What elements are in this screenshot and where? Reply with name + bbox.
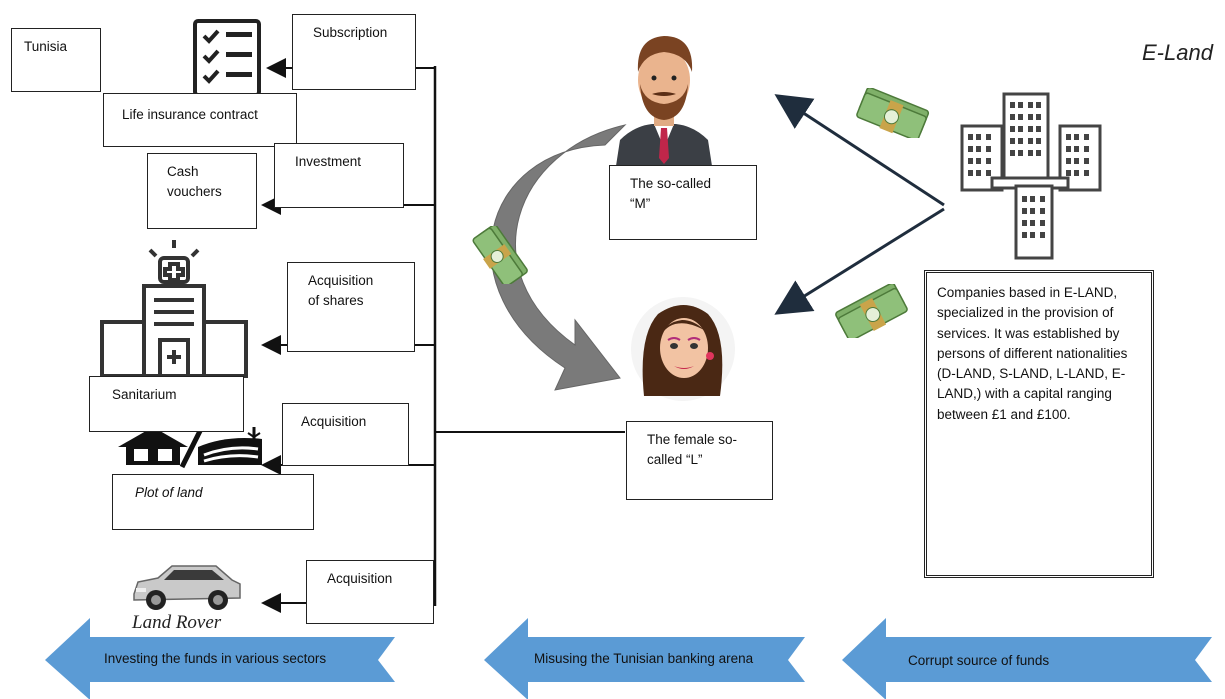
arrow-label-misusing: Misusing the Tunisian banking arena (534, 651, 754, 666)
acquisition-land-box: Acquisition (282, 403, 409, 466)
car-icon (133, 565, 241, 610)
arrow-shape-right (842, 618, 1212, 699)
money-icon (835, 284, 908, 338)
investment-box: Investment (274, 143, 404, 208)
money-icon (472, 226, 528, 284)
house-icon (118, 427, 188, 465)
arrow-label-investing: Investing the funds in various sectors (104, 651, 327, 666)
life-insurance-box: Life insurance contract (103, 93, 297, 147)
slash-divider (179, 425, 205, 469)
man-avatar (616, 36, 712, 166)
acquisition-car-box: Acquisition (306, 560, 434, 624)
buildings-icon (960, 92, 1102, 260)
sanitarium-box: Sanitarium (89, 376, 244, 432)
curved-arrow (490, 124, 627, 391)
cash-vouchers-box: Cash vouchers (147, 153, 257, 229)
arrow-shape-left (45, 618, 395, 699)
female-l-box: The female so- called “L” (626, 421, 773, 500)
companies-box: Companies based in E-LAND, specialized i… (924, 270, 1154, 578)
plot-of-land-box: Plot of land (112, 474, 314, 530)
arrow-label-corrupt: Corrupt source of funds (908, 653, 1050, 668)
car-brand-label: Land Rover (132, 612, 222, 633)
field-icon (198, 427, 262, 465)
arrow-shape-middle (484, 618, 805, 699)
subscription-box: Subscription (292, 14, 416, 90)
checklist-icon (193, 19, 261, 97)
acquisition-shares-box: Acquisition of shares (287, 262, 415, 352)
companies-description: Companies based in E-LAND, specialized i… (937, 285, 1128, 422)
so-called-m-box: The so-called “M” (609, 165, 757, 240)
woman-avatar (631, 297, 735, 401)
tunisia-box: Tunisia (11, 28, 101, 92)
hospital-icon (100, 240, 248, 378)
page-title: E-Land (1142, 40, 1213, 65)
money-icon (856, 88, 930, 138)
